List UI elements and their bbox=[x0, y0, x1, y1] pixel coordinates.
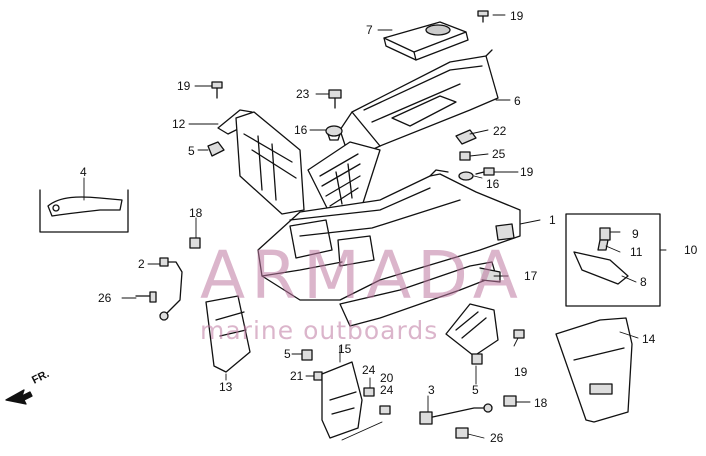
callout-14: 14 bbox=[642, 332, 656, 346]
nut-25 bbox=[459, 151, 471, 161]
callout-8: 8 bbox=[640, 275, 647, 289]
watermark-tagline: marine outboards bbox=[200, 316, 439, 345]
callout-25: 25 bbox=[492, 147, 506, 161]
callout-5: 5 bbox=[188, 144, 195, 158]
center-grille bbox=[307, 141, 381, 215]
front-direction-arrow bbox=[5, 389, 33, 405]
rod-3 bbox=[419, 403, 493, 425]
callout-16: 16 bbox=[486, 177, 500, 191]
bolt-19-lower bbox=[513, 329, 525, 339]
callout-18: 18 bbox=[189, 206, 203, 220]
callout-21: 21 bbox=[290, 369, 304, 383]
bolt-21 bbox=[313, 371, 323, 381]
callout-20: 20 bbox=[380, 371, 394, 385]
callout-26: 26 bbox=[490, 431, 504, 445]
callout-23: 23 bbox=[296, 87, 310, 101]
part-7-lid bbox=[383, 21, 469, 61]
callout-2: 2 bbox=[138, 257, 145, 271]
clip-22 bbox=[455, 129, 477, 145]
part-4-inset bbox=[39, 189, 129, 233]
callout-12: 12 bbox=[172, 117, 186, 131]
left-side-panel bbox=[235, 111, 305, 215]
bolt-18-bottom bbox=[503, 395, 517, 407]
callout-19: 19 bbox=[510, 9, 524, 23]
leader-lines bbox=[83, 14, 667, 441]
callout-9: 9 bbox=[632, 227, 639, 241]
watermark-brand: ARMADA bbox=[200, 237, 524, 314]
callout-19: 19 bbox=[177, 79, 191, 93]
bolt-19-left bbox=[211, 81, 223, 99]
callout-19: 19 bbox=[520, 165, 534, 179]
callout-6: 6 bbox=[514, 94, 521, 108]
callout-17: 17 bbox=[524, 269, 538, 283]
callout-13: 13 bbox=[219, 380, 233, 394]
callout-26: 26 bbox=[98, 291, 112, 305]
callout-5: 5 bbox=[472, 383, 479, 397]
right-lower-grille bbox=[445, 303, 499, 357]
bolt-23 bbox=[328, 89, 342, 109]
callout-11: 11 bbox=[630, 245, 643, 259]
callout-7: 7 bbox=[366, 23, 373, 37]
clip-5-right bbox=[471, 353, 483, 365]
callout-24: 24 bbox=[380, 383, 394, 397]
callout-16: 16 bbox=[294, 123, 308, 137]
clip-5-left bbox=[207, 141, 225, 157]
part-1-main-shell bbox=[257, 169, 521, 301]
callout-19: 19 bbox=[514, 365, 528, 379]
bolt-19-top bbox=[477, 10, 489, 23]
inset-8-9-11 bbox=[565, 213, 661, 307]
bolt-26-left bbox=[135, 291, 157, 303]
callout-4: 4 bbox=[80, 165, 87, 179]
bolts-20-24 bbox=[363, 387, 391, 415]
part-17-undercover bbox=[339, 261, 501, 327]
bolt-26-bottom bbox=[455, 427, 469, 439]
callout-22: 22 bbox=[493, 124, 507, 138]
callout-5: 5 bbox=[284, 347, 291, 361]
callout-1: 1 bbox=[549, 213, 556, 227]
part-14-shroud bbox=[555, 317, 633, 423]
callout-10: 10 bbox=[684, 243, 698, 257]
part-13-panel bbox=[205, 295, 251, 373]
callout-3: 3 bbox=[428, 383, 435, 397]
bolt-18-left bbox=[189, 237, 201, 249]
grommet-16-upper bbox=[325, 125, 343, 141]
part-15-bracket bbox=[321, 361, 363, 439]
callout-18: 18 bbox=[534, 396, 548, 410]
bolt-19-right bbox=[475, 167, 495, 176]
clip-5-center bbox=[301, 349, 313, 361]
callout-24: 24 bbox=[362, 363, 376, 377]
callout-15: 15 bbox=[338, 342, 352, 356]
rod-2 bbox=[159, 257, 183, 321]
grommet-16-lower bbox=[458, 171, 474, 181]
part-6-upper-cover bbox=[339, 49, 499, 161]
